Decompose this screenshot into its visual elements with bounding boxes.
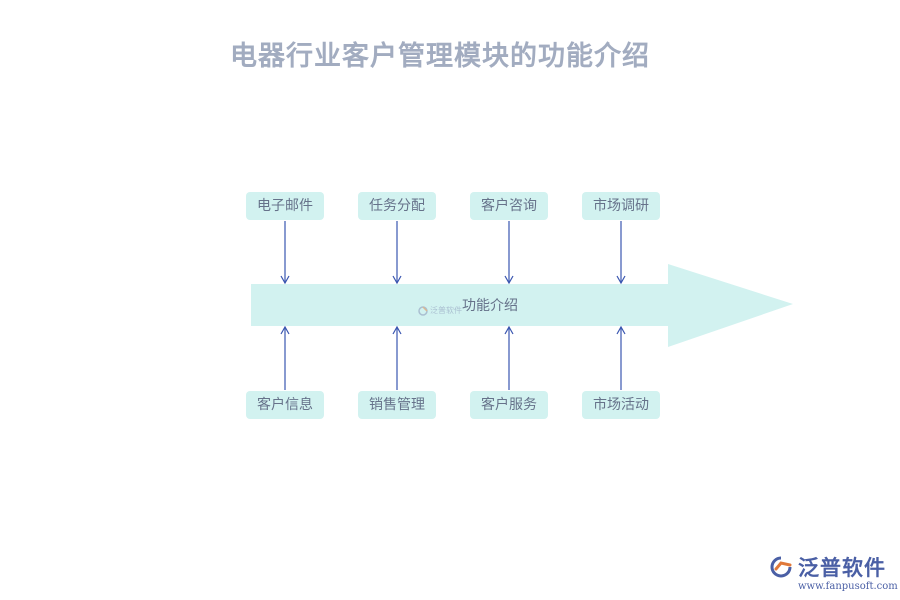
brand-logo: 泛普软件 www.fanpusoft.com (768, 552, 898, 592)
connector-bottom-2-head (392, 325, 402, 335)
connector-top-2-head (392, 275, 402, 285)
connector-top-4-head (616, 275, 626, 285)
main-arrow-label: 功能介绍 (462, 298, 518, 314)
diagram-title: 电器行业客户管理模块的功能介绍 (230, 41, 650, 72)
watermark-logo-icon (418, 305, 428, 316)
connector-top-1-head (280, 275, 290, 285)
node-sales-management: 销售管理 (358, 391, 436, 419)
node-market-research: 市场调研 (582, 192, 660, 220)
watermark: 泛普软件 (418, 305, 462, 316)
node-customer-service: 客户服务 (470, 391, 548, 419)
node-email: 电子邮件 (246, 192, 324, 220)
node-task-assignment: 任务分配 (358, 192, 436, 220)
main-arrow (251, 264, 793, 347)
connector-top-3-head (504, 275, 514, 285)
brand-logo-url: www.fanpusoft.com (798, 581, 898, 592)
node-customer-inquiry: 客户咨询 (470, 192, 548, 220)
node-market-activity: 市场活动 (582, 391, 660, 419)
brand-logo-name: 泛普软件 (798, 556, 886, 580)
connector-bottom-1-head (280, 325, 290, 335)
watermark-text: 泛普软件 (430, 306, 462, 315)
connector-bottom-3-head (504, 325, 514, 335)
connector-bottom-4-head (616, 325, 626, 335)
brand-logo-icon (770, 556, 792, 578)
node-customer-info: 客户信息 (246, 391, 324, 419)
